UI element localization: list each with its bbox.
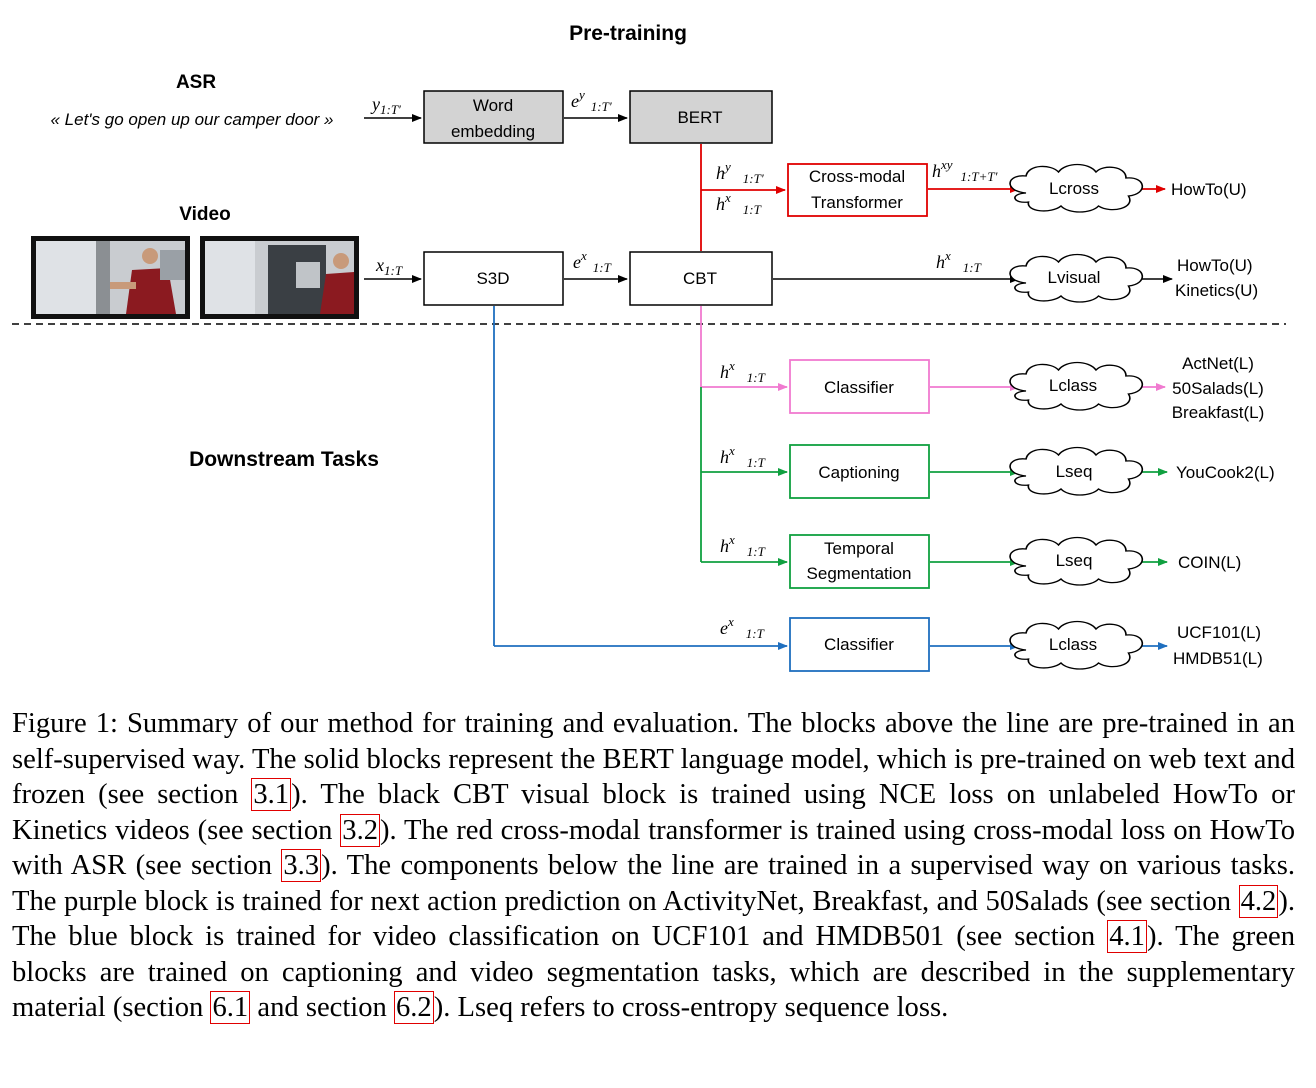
purple-connector	[700, 306, 1166, 391]
output-visual-kinetics: Kinetics(U)	[1175, 281, 1258, 300]
downstream-header: Downstream Tasks	[189, 448, 379, 471]
pretraining-header: Pre-training	[569, 22, 687, 45]
captioning-block: Captioning	[789, 444, 930, 499]
svg-text:Classifier: Classifier	[824, 635, 894, 654]
output-visual-howto: HowTo(U)	[1177, 256, 1253, 275]
svg-text:embedding: embedding	[451, 122, 535, 141]
method-diagram: Pre-training ASR Video Downstream Tasks …	[12, 22, 1286, 672]
ref-section-3-2-link[interactable]: 3.2	[340, 813, 381, 847]
svg-text:Cross-modal: Cross-modal	[809, 167, 905, 186]
lcross-cloud: Lcross	[1009, 163, 1144, 213]
edge-label-hx-temporal: hx1:T	[720, 532, 766, 559]
svg-text:Classifier: Classifier	[824, 378, 894, 397]
video-header: Video	[179, 204, 230, 225]
lseq-temporal-cloud: Lseq	[1009, 536, 1144, 586]
svg-text:Temporal: Temporal	[824, 539, 894, 558]
edge-label-y: y1:T′	[370, 94, 401, 117]
svg-text:Segmentation: Segmentation	[807, 564, 912, 583]
lvisual-cloud: Lvisual	[1009, 253, 1144, 303]
blue-connector	[493, 306, 1168, 650]
cbt-block: CBT	[629, 251, 773, 306]
temporal-segmentation-block: Temporal Segmentation	[789, 534, 930, 589]
output-50salads: 50Salads(L)	[1172, 379, 1264, 398]
svg-text:Word: Word	[473, 96, 513, 115]
output-cross-howto: HowTo(U)	[1171, 180, 1247, 199]
lclass-purple-cloud: Lclass	[1009, 361, 1144, 411]
svg-text:S3D: S3D	[476, 269, 509, 288]
cross-modal-transformer-block: Cross-modal Transformer	[787, 163, 928, 217]
output-ucf101: UCF101(L)	[1177, 623, 1261, 642]
edge-label-ex-blue: ex1:T	[720, 614, 765, 641]
output-youcook2: YouCook2(L)	[1176, 463, 1275, 482]
classifier-blue-block: Classifier	[789, 617, 930, 672]
s3d-block: S3D	[423, 251, 564, 306]
svg-text:Lvisual: Lvisual	[1048, 268, 1101, 287]
classifier-purple-block: Classifier	[789, 359, 930, 414]
edge-label-ex: ex1:T	[573, 248, 612, 275]
word-embedding-block: Word embedding	[423, 90, 564, 144]
edge-label-ey: ey1:T′	[571, 87, 612, 114]
svg-text:Transformer: Transformer	[811, 193, 903, 212]
svg-text:BERT: BERT	[677, 108, 722, 127]
edge-label-hy: hy1:T′	[716, 159, 764, 186]
svg-text:Lseq: Lseq	[1056, 551, 1093, 570]
output-breakfast: Breakfast(L)	[1172, 403, 1265, 422]
edge-label-hx-captioning: hx1:T	[720, 443, 766, 470]
svg-text:CBT: CBT	[683, 269, 717, 288]
edge-label-x: x1:T	[375, 255, 403, 278]
output-actnet: ActNet(L)	[1182, 354, 1254, 373]
svg-text:Lseq: Lseq	[1056, 462, 1093, 481]
edge-label-hx-classifier: hx1:T	[720, 358, 766, 385]
bert-block: BERT	[629, 90, 773, 144]
lseq-caption-cloud: Lseq	[1009, 446, 1144, 496]
video-frame-1-image	[31, 236, 190, 319]
asr-header: ASR	[176, 72, 216, 93]
ref-section-3-3-link[interactable]: 3.3	[281, 849, 322, 882]
output-hmdb51: HMDB51(L)	[1173, 649, 1263, 668]
edge-label-hx-visual: hx1:T	[936, 248, 982, 275]
ref-section-3-1-link[interactable]: 3.1	[251, 778, 292, 811]
asr-transcript: « Let's go open up our camper door »	[51, 110, 334, 129]
video-frame-2-image	[200, 236, 359, 319]
svg-text:Captioning: Captioning	[818, 463, 899, 482]
edge-label-hxy: hxy1:T+T′	[932, 157, 998, 184]
lclass-blue-cloud: Lclass	[1009, 620, 1144, 670]
ref-section-6-1-link[interactable]: 6.1	[210, 991, 251, 1024]
output-coin: COIN(L)	[1178, 553, 1241, 572]
ref-section-6-2-link[interactable]: 6.2	[393, 991, 434, 1024]
svg-text:Lclass: Lclass	[1049, 376, 1097, 395]
ref-section-4-1-link[interactable]: 4.1	[1107, 920, 1147, 953]
figure-caption: Figure 1: Summary of our method for trai…	[12, 708, 1295, 1024]
svg-text:Lcross: Lcross	[1049, 179, 1099, 198]
green-connector	[700, 387, 1168, 566]
edge-label-hx-cross: hx1:T	[716, 190, 762, 217]
svg-text:Lclass: Lclass	[1049, 635, 1097, 654]
ref-section-4-2-link[interactable]: 4.2	[1238, 884, 1279, 918]
